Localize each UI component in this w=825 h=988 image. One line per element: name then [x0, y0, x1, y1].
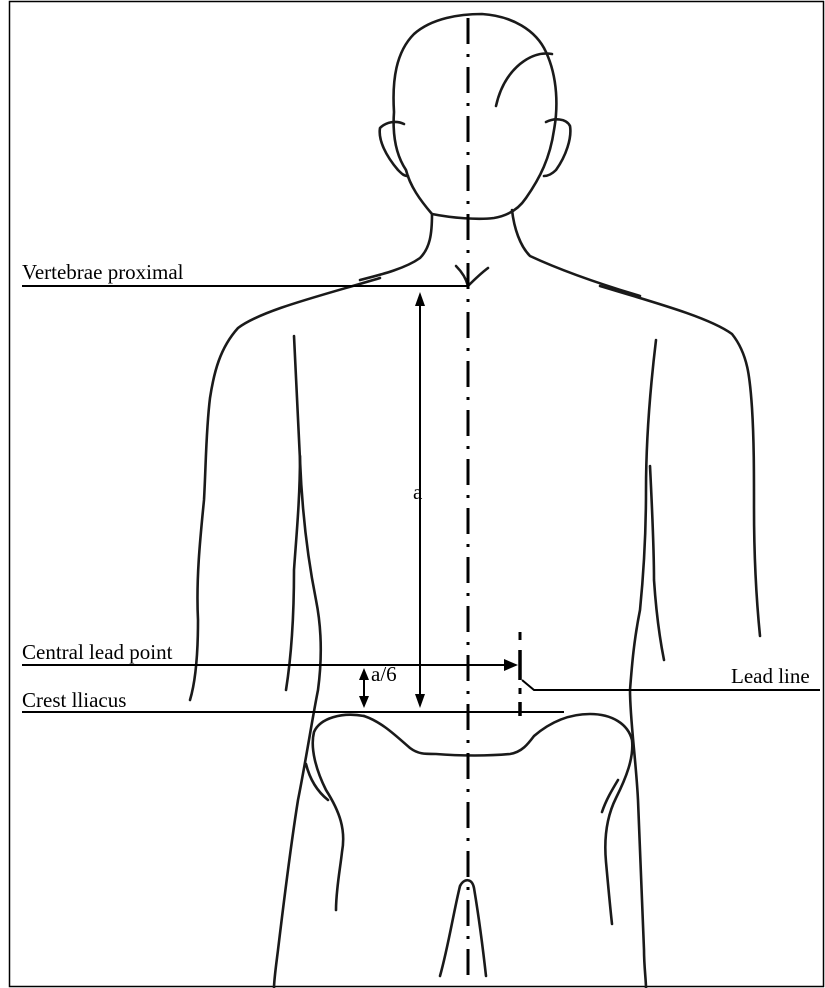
- right-inner-arm: [650, 466, 664, 660]
- distance-a-label: a: [413, 480, 422, 504]
- sacrum-top: [364, 714, 632, 924]
- vertebrae-proximal-label: Vertebrae proximal: [22, 260, 184, 284]
- right-ear: [544, 119, 570, 176]
- distance-a6-label: a/6: [371, 662, 397, 686]
- central-lead-point-label: Central lead point: [22, 640, 172, 664]
- distance-a6-arrow-bottom: [359, 696, 369, 708]
- hair-line: [496, 53, 552, 106]
- left-shoulder-arm: [190, 278, 380, 700]
- right-shoulder-arm: [600, 286, 760, 636]
- vertebra-mark: [456, 266, 488, 286]
- distance-a6-arrow-top: [359, 668, 369, 680]
- distance-a-arrow-top: [415, 292, 425, 306]
- left-torso: [274, 336, 321, 988]
- right-torso: [630, 340, 656, 988]
- neck-right: [512, 210, 640, 296]
- neck-left: [360, 214, 432, 280]
- left-inner-arm: [286, 456, 300, 690]
- lead-line-label: Lead line: [731, 664, 810, 688]
- distance-a-arrow-bottom: [415, 694, 425, 708]
- central-lead-arrowhead: [504, 659, 518, 671]
- crest-iliacus-label: Crest lliacus: [22, 688, 126, 712]
- gluteal-cleft: [440, 880, 486, 976]
- head-outline: [394, 14, 557, 219]
- pelvis-outline: [313, 715, 364, 910]
